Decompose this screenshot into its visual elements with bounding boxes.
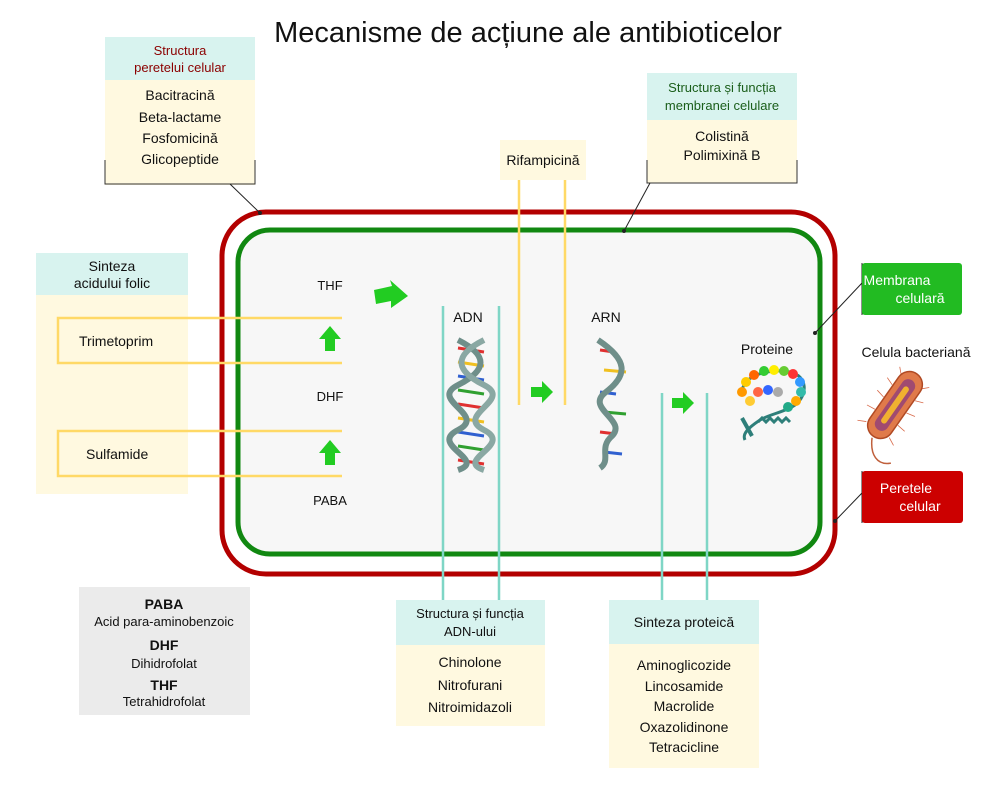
protein-brackets [660,393,709,602]
membrane-header-line-2: membranei celulare [665,98,779,113]
cell-wall-header-line-2: peretelui celular [134,60,226,75]
dna-drug: Chinolone [438,654,501,670]
cell-wall-drug: Beta-lactame [139,109,222,125]
cell-wall-drug: Bacitracină [145,87,214,103]
protein-drug: Lincosamide [645,678,724,694]
membrane-legend-line-2: celulară [895,290,944,306]
rifampicin-label: Rifampicină [506,152,579,168]
folic-acid-panel: Sinteza acidului folic [36,253,188,494]
abbreviations-key: PABA Acid para-aminobenzoic DHF Dihidrof… [79,587,250,715]
thf-label: THF [317,278,342,293]
up-arrow-icon [319,326,341,351]
up-arrow-icon [319,440,341,465]
folic-brackets [56,316,342,478]
dna-brackets [441,306,501,602]
rna-label: ARN [591,309,621,325]
abbr-definition: Acid para-aminobenzoic [94,614,234,629]
membrane-drug: Colistină [695,128,749,144]
dna-helix-icon [446,337,496,473]
dna-drugs-box: Structura și funcția ADN-ului Chinolone … [396,600,545,726]
protein-drug: Tetracicline [649,739,719,755]
dna-header-line-1: Structura și funcția [416,606,524,621]
protein-header-line-1: Sinteza proteică [634,614,735,630]
trimethoprim-label: Trimetoprim [79,333,153,349]
sulfonamides-label: Sulfamide [86,446,148,462]
rna-strand-icon [596,337,627,471]
wall-legend-line-1: Peretele [880,480,932,496]
folic-header-line-1: Sinteza [89,258,136,274]
protein-drug: Macrolide [654,698,715,714]
membrane-drug: Polimixină B [683,147,760,163]
abbr-term: PABA [145,596,184,612]
cell-wall-drug: Fosfomicină [142,130,218,146]
protein-drug: Oxazolidinone [640,719,729,735]
right-arrow-icon [672,392,694,414]
wall-legend: Peretele celular [833,471,963,523]
membrane-header-line-1: Structura și funcția [668,80,776,95]
cell-wall-drug: Glicopeptide [141,151,219,167]
bacterium-icon [857,366,930,465]
diagram-title: Mecanisme de acțiune ale antibioticelor [274,17,782,49]
cell-membrane-outline [235,227,823,557]
protein-drugs-box: Sinteza proteică Aminoglicozide Lincosam… [609,600,759,768]
rifampicin-box [500,140,586,180]
dna-header-line-2: ADN-ului [444,624,496,639]
wall-legend-line-2: celular [899,498,941,514]
cell-wall-header-line-1: Structura [154,43,208,58]
abbr-definition: Tetrahidrofolat [123,694,206,709]
membrane-legend-line-1: Membrana [864,272,931,288]
abbr-term: THF [150,677,178,693]
bacterium-label: Celula bacteriană [862,344,971,360]
abbr-definition: Dihidrofolat [131,656,197,671]
cell-wall-drugs-box: Structura peretelui celular Bacitracină … [104,37,262,215]
right-arrow-icon [531,381,553,403]
dna-drug: Nitrofurani [438,677,503,693]
paba-label: PABA [313,493,347,508]
dna-label: ADN [453,309,483,325]
right-arrow-icon [374,280,408,308]
abbr-term: DHF [150,637,179,653]
folic-header-line-2: acidului folic [74,275,150,291]
protein-label: Proteine [741,341,793,357]
membrane-legend: Membrana celulară [813,263,962,335]
dna-drug: Nitroimidazoli [428,699,512,715]
membrane-drugs-box: Structura și funcția membranei celulare … [622,73,798,233]
protein-chain-icon [737,365,806,441]
dhf-label: DHF [317,389,344,404]
protein-drug: Aminoglicozide [637,657,731,673]
